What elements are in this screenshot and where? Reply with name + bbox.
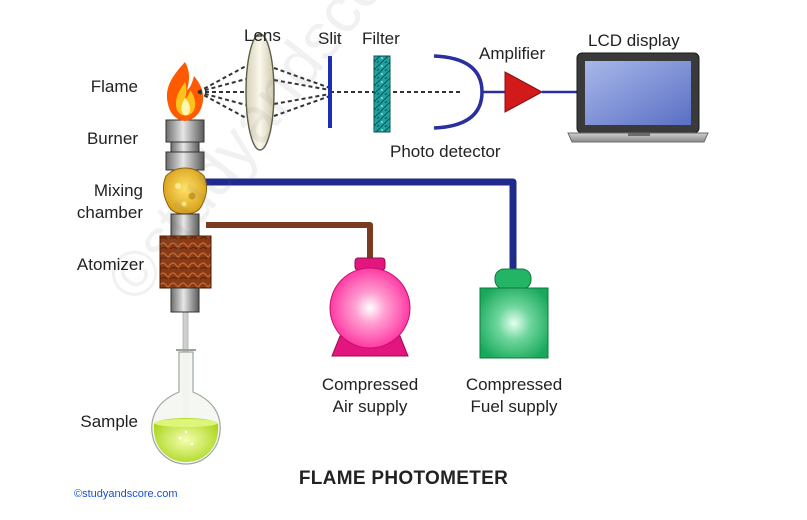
label-atomizer: Atomizer xyxy=(76,255,144,274)
label-filter: Filter xyxy=(362,29,400,48)
compressed-air-tank xyxy=(329,257,411,357)
flame xyxy=(166,62,204,121)
lcd-screen xyxy=(585,61,691,125)
compressed-fuel-tank xyxy=(479,268,549,359)
mixing-chamber xyxy=(162,167,208,215)
copyright-text: ©studyandscore.com xyxy=(74,488,178,500)
label-burner: Burner xyxy=(86,129,138,148)
label-mixing-chamber-line2: chamber xyxy=(76,203,143,222)
slit xyxy=(328,56,332,128)
lcd-display xyxy=(567,52,709,143)
label-fuel-supply-line1: Compressed xyxy=(465,375,563,394)
label-mixing-chamber-line1: Mixing xyxy=(93,181,143,200)
label-flame: Flame xyxy=(90,77,138,96)
sample-flask xyxy=(151,349,221,465)
diagram-title: FLAME PHOTOMETER xyxy=(298,468,509,489)
label-fuel-supply-line2: Fuel supply xyxy=(470,397,558,416)
label-air-supply-line1: Compressed xyxy=(321,375,419,394)
atomizer xyxy=(159,235,212,289)
amplifier xyxy=(504,71,544,113)
label-sample: Sample xyxy=(80,412,138,431)
label-lens: Lens xyxy=(244,26,281,45)
burner xyxy=(165,119,205,143)
fuel-supply-line xyxy=(204,178,517,270)
filter xyxy=(373,55,391,133)
burner-assembly xyxy=(159,119,212,313)
label-lcd-display: LCD display xyxy=(588,31,680,50)
label-air-supply-line2: Air supply xyxy=(332,397,408,416)
lens xyxy=(245,33,275,151)
air-supply-line xyxy=(206,222,373,260)
label-slit: Slit xyxy=(318,29,342,48)
light-rays xyxy=(197,65,462,119)
label-amplifier: Amplifier xyxy=(479,44,546,63)
label-photo-detector: Photo detector xyxy=(390,142,501,161)
